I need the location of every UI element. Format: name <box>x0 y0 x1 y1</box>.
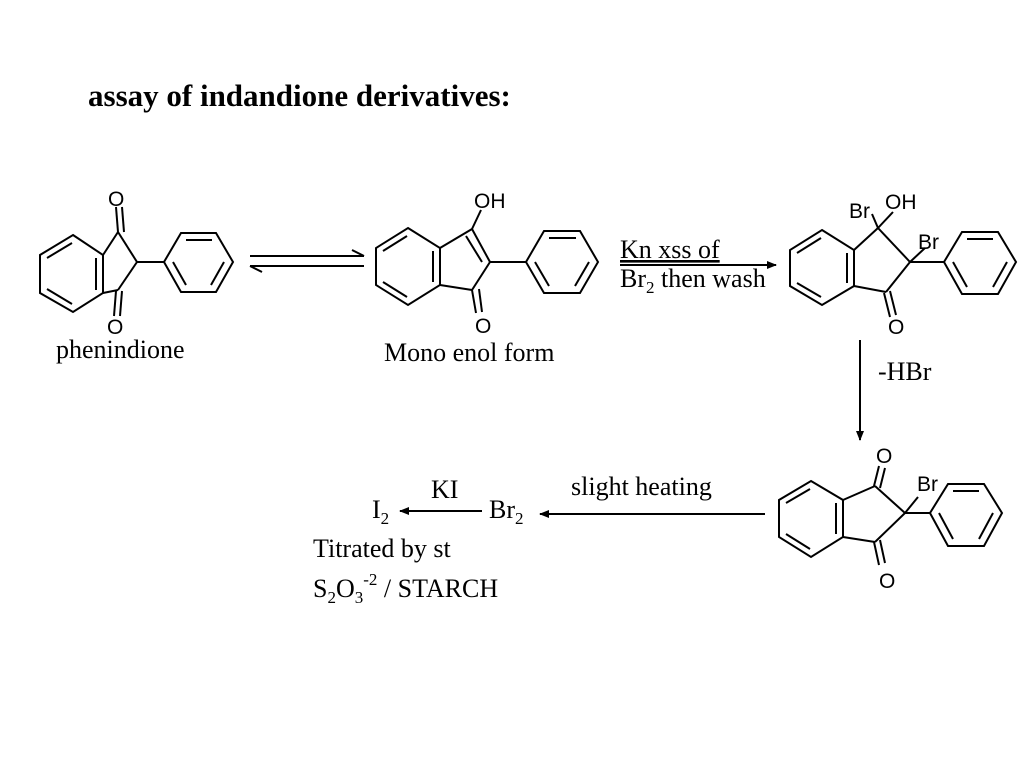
bromo-adduct-br1: Br <box>849 200 870 223</box>
bromo-dione-br: Br <box>917 473 938 496</box>
bromo-dione-o-bottom: O <box>879 570 895 593</box>
enol-structure <box>375 209 600 314</box>
phenindione-o-bottom: O <box>107 316 123 339</box>
bromo-dione-structure <box>778 465 1004 566</box>
reagent-ki: KI <box>431 475 458 504</box>
enol-label: Mono enol form <box>384 338 554 367</box>
phenindione-benzo-ring <box>39 233 104 314</box>
bromo-adduct-o-bottom: O <box>888 316 904 339</box>
enol-oh: OH <box>474 190 506 213</box>
phenindione-structure <box>39 206 235 317</box>
br2-product: Br2 <box>489 495 524 528</box>
reagent-hbr: -HBr <box>878 357 932 386</box>
thiosulfate-starch-line: S2O3-2 / STARCH <box>313 570 498 607</box>
phenindione-label: phenindione <box>56 335 185 364</box>
reagent-slight-heating: slight heating <box>571 472 712 501</box>
i2-product: I2 <box>372 495 389 528</box>
bromo-adduct-phenyl-ring <box>942 231 1018 295</box>
reagent-kn-xss: Kn xss of <box>620 235 720 264</box>
bromo-adduct-benzo-ring <box>789 228 855 307</box>
bromo-dione-phenyl-ring <box>928 483 1004 547</box>
enol-benzo-ring <box>375 226 441 307</box>
equilibrium-arrows <box>249 249 365 273</box>
bromo-dione-benzo-ring <box>778 479 844 559</box>
phenindione-phenyl-ring <box>162 232 235 293</box>
enol-phenyl-ring <box>524 230 600 294</box>
phenindione-o-top: O <box>108 188 124 211</box>
titration-line: Titrated by st <box>313 534 451 563</box>
reagent-br2-wash: Br2 then wash <box>620 264 766 297</box>
enol-o-bottom: O <box>475 315 491 338</box>
bromo-dione-o-top: O <box>876 445 892 468</box>
page-title: assay of indandione derivatives: <box>88 78 511 113</box>
bromo-adduct-oh: OH <box>885 191 917 214</box>
bromo-adduct-structure <box>789 211 1018 318</box>
bromo-adduct-br2: Br <box>918 231 939 254</box>
